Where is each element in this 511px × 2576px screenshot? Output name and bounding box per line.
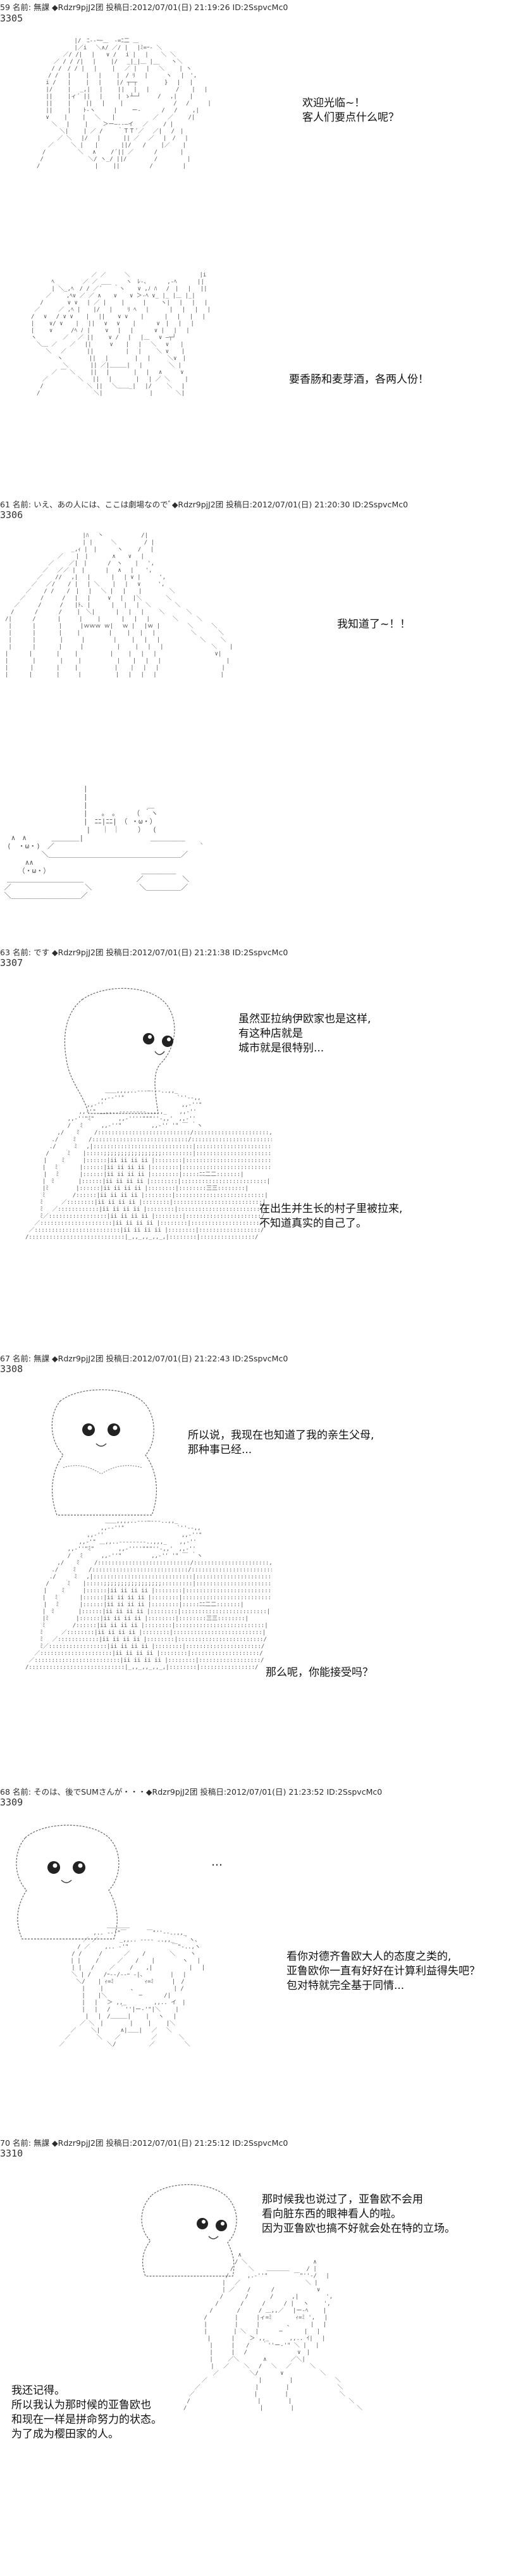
ascii-art-waitress-pose: ＿＿,,,,..--‐―‐--..,,_ ,,-‐''" `''‐-,, ,,-… <box>25 1518 272 1671</box>
speech-text: 那时候我也说过了，亚鲁欧不会用 看向脏东西的眼神看人的啦。 因为亚鲁欧也搞不好就… <box>262 2193 455 2235</box>
post-number: 3305 <box>0 13 23 24</box>
post-header: 63 名前: です ◆Rdzr9pjJ2团 投稿日:2012/07/01(日) … <box>0 948 288 957</box>
post-number: 3310 <box>0 2148 23 2159</box>
post-header: 61 名前: いえ、あの人には、ここは劇場なのでﾞ◆Rdzr9pjJ2团 投稿日… <box>0 500 409 509</box>
post-header: 59 名前: 無課 ◆Rdzr9pjJ2团 投稿日:2012/07/01(日) … <box>0 3 288 12</box>
ascii-art-girl-sitting: ＿＿＿＿ ,.. -‐'"￣ ￣"''‐-..,,_ ／ ／ _,,.. -‐‐… <box>59 1923 206 2048</box>
speech-text: 我还记得。 所以我认为那时候的亚鲁欧也 和现在一样是拼命努力的状态。 为了成为樱… <box>11 2384 162 2441</box>
speech-text: 所以说，我现在也知道了我的亲生父母, 那种事已经... <box>188 1429 374 1456</box>
post-header: 68 名前: そのは、後でSUMさんが・・・◆Rdzr9pjJ2团 投稿日:20… <box>0 1787 383 1797</box>
speech-text: 要香肠和麦芽酒，各两人份！ <box>289 373 429 386</box>
speech-text: 虽然亚拉纳伊欧家也是这样, 有这种店就是 城市就是很特别... <box>238 1013 371 1055</box>
post-header: 70 名前: 無課 ◆Rdzr9pjJ2团 投稿日:2012/07/01(日) … <box>0 2138 288 2148</box>
ascii-art-tray-and-cats: | | | ＿ | ｡ ｡ （ ｀ヽ | ﾆﾆ|ﾆﾆ| （ ・ω・） | ｜ ｜… <box>4 784 202 900</box>
post-number: 3308 <box>0 1363 23 1375</box>
post-number: 3306 <box>0 509 23 521</box>
ascii-art-girl-standing: ∧ / ＼ ∧ / ＼ ＿＿＿＿ / | / ,.-''" ￣"''‐/ | |… <box>183 2252 362 2412</box>
speech-text: 在出生并生长的村子里被拉来, 不知道真实的自己了。 <box>259 1203 403 1230</box>
round-head-character <box>141 2184 237 2277</box>
speech-text: 看你对德齐鲁欧大人的态度之类的, 亚鲁欧你一直有好好在计算利益得失吧？ 包对特就… <box>286 1950 480 1992</box>
round-head-character <box>64 988 175 1114</box>
post-header: 67 名前: 無課 ◆Rdzr9pjJ2团 投稿日:2012/07/01(日) … <box>0 1354 288 1363</box>
ascii-art-waitress-pose: ＿＿,,,,..--‐―‐--..,,_ ,,-‐''" `''‐-,, ,,-… <box>25 1088 272 1241</box>
ascii-art-maid-face: |/ ﾆ‐‐ｰ─＿ ‐=ﾆ二 ＿ |／i ＼∧/ ／/ | |ﾐ=ｰ‐ ＼ ／/… <box>37 38 211 170</box>
round-head-character <box>16 1824 120 1940</box>
round-head-character <box>51 1389 157 1516</box>
ascii-art-customers: ／ ／ ＼ |i ﾍ ／ ／ ___ ヽ ﾚ‐、 ,-ﾍ || | ＼_,ﾍ /… <box>31 272 211 397</box>
speech-text: 我知道了~！！ <box>337 618 411 631</box>
post-number: 3307 <box>0 957 23 969</box>
post-number: 3309 <box>0 1797 23 1808</box>
ascii-art-waitress-bow: |ﾊ ｀丶 /| | | ＼ / | _,ｨ | | ヽ / | ／ | | ∧… <box>5 533 233 678</box>
speech-text: 那么呢，你能接受吗？ <box>266 1666 373 1679</box>
ellipsis-text: … <box>211 1855 224 1869</box>
speech-text: 欢迎光临~！ 客人们要点什么呢？ <box>302 97 399 124</box>
